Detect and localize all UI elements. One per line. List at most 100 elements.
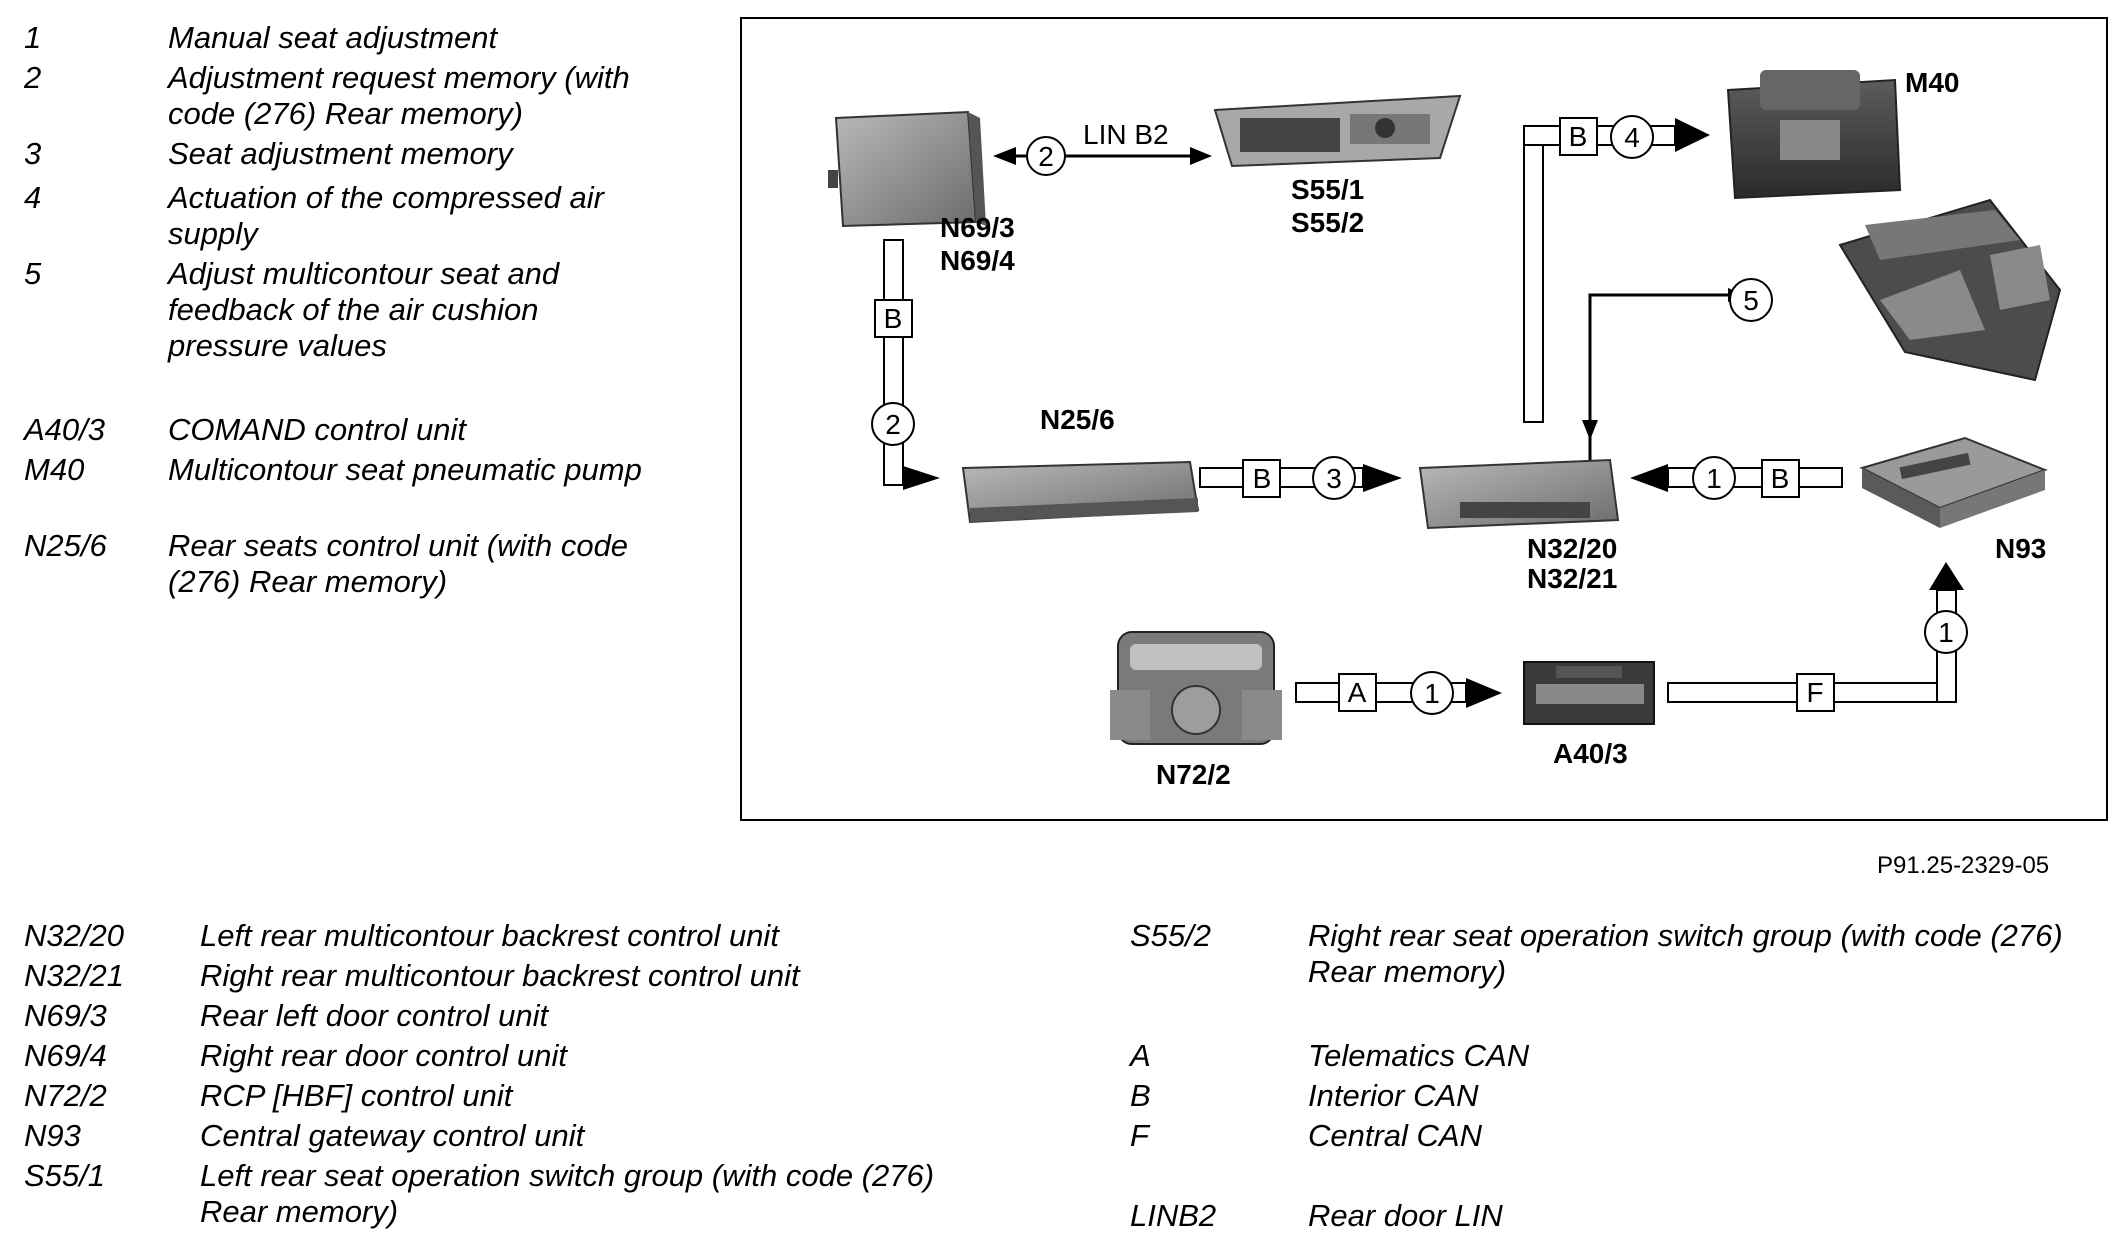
legend-description: Rear left door control unit xyxy=(200,998,549,1033)
signal-circle-2-vertical xyxy=(871,402,915,446)
legend-code: 5 xyxy=(24,256,42,291)
label-a40-3: A40/3 xyxy=(1553,738,1628,769)
bus-joint-mask xyxy=(1526,128,1541,143)
legend-code: N69/3 xyxy=(24,998,107,1033)
signal-number-5: 5 xyxy=(1743,285,1759,316)
label-s55-2: S55/2 xyxy=(1291,207,1364,238)
label-s55-1: S55/1 xyxy=(1291,174,1364,205)
signal-circle-1-mid xyxy=(1692,456,1736,500)
bus-letter-b-left: B xyxy=(884,303,903,334)
legend-code: N72/2 xyxy=(24,1078,107,1113)
signal-circle-3 xyxy=(1312,456,1356,500)
arrow-head-to-n93 xyxy=(1929,562,1964,590)
bus-joint-mask-f xyxy=(1939,685,1954,700)
legend-code: A xyxy=(1130,1038,1151,1073)
legend-description: Left rear multicontour backrest control … xyxy=(200,918,779,953)
backrest-control-unit-image xyxy=(1418,458,1620,530)
arrow-head-lin-left xyxy=(993,147,1016,165)
bus-b-vertical-left xyxy=(883,239,904,486)
bus-letter-box-a xyxy=(1338,673,1377,712)
bus-letter-box-b-mid xyxy=(1242,459,1281,498)
legend-code: S55/2 xyxy=(1130,918,1212,953)
signal-number-1-mid: 1 xyxy=(1706,463,1722,494)
bus-letter-b-top: B xyxy=(1569,121,1588,152)
arrow-head-to-a40 xyxy=(1466,678,1502,708)
legend-description: Rear door LIN xyxy=(1308,1198,1503,1233)
central-gateway-image xyxy=(1859,436,2048,528)
legend-code: LINB2 xyxy=(1130,1198,1217,1233)
arrowheads xyxy=(903,118,1964,708)
signal-circle-1-vertical xyxy=(1924,610,1968,654)
bus-letter-b-right: B xyxy=(1771,463,1790,494)
arrow-head-down-n32 xyxy=(1582,420,1598,440)
legend-description: Interior CAN xyxy=(1308,1078,1479,1113)
label-n25-6: N25/6 xyxy=(1040,404,1115,435)
legend-code: 1 xyxy=(24,20,42,55)
legend-description: Telematics CAN xyxy=(1308,1038,1530,1073)
signal-circle-1-bottom xyxy=(1410,671,1454,715)
bus-letter-box-f xyxy=(1796,673,1835,712)
label-n32-20: N32/20 xyxy=(1527,533,1617,564)
legend-description: Right rear door control unit xyxy=(200,1038,568,1073)
signal-number-1-vertical: 1 xyxy=(1938,617,1954,648)
legend-description: Right rear seat operation switch group (… xyxy=(1308,918,2063,989)
bus-letter-box-b-top xyxy=(1559,117,1598,156)
legend-code: 3 xyxy=(24,136,42,171)
legend-description: Central CAN xyxy=(1308,1118,1482,1153)
rcp-control-unit-image xyxy=(1110,631,1282,745)
legend-code: 4 xyxy=(24,180,42,215)
legend-code: A40/3 xyxy=(24,412,106,447)
legend-description: Central gateway control unit xyxy=(200,1118,585,1153)
label-n72-2: N72/2 xyxy=(1156,759,1231,790)
pneumatic-pump-image xyxy=(1726,70,1902,200)
legend-code: N93 xyxy=(24,1118,81,1153)
signal-number-4: 4 xyxy=(1624,122,1640,153)
legend-description: Seat adjustment memory xyxy=(168,136,513,171)
rear-seats-control-unit-image xyxy=(961,460,1200,524)
arrow-head-to-n25 xyxy=(903,466,940,490)
legend-description: Adjustment request memory (with code (27… xyxy=(168,60,630,131)
legend-code: B xyxy=(1130,1078,1151,1113)
signal-number-2-vertical: 2 xyxy=(885,409,901,440)
label-n32-21: N32/21 xyxy=(1527,563,1617,594)
arrow-head-lin-right xyxy=(1190,147,1212,165)
door-control-unit-image xyxy=(828,110,986,228)
legend-code: 2 xyxy=(24,60,42,95)
bus-letter-box-b-right xyxy=(1761,459,1800,498)
signal-circle-5 xyxy=(1729,278,1773,322)
bus-letter-f: F xyxy=(1806,677,1823,708)
label-m40: M40 xyxy=(1905,67,1959,98)
arrow-head-to-n32-right xyxy=(1630,464,1668,492)
legend-code: N69/4 xyxy=(24,1038,107,1073)
signal-number-2-lin: 2 xyxy=(1038,141,1054,172)
signal-circle-4 xyxy=(1610,115,1654,159)
signal-number-3: 3 xyxy=(1326,463,1342,494)
signal-number-1-bottom: 1 xyxy=(1424,678,1440,709)
legend-description: COMAND control unit xyxy=(168,412,467,447)
bus-b-vertical-right xyxy=(1523,125,1544,423)
seat-switch-group-image xyxy=(1213,94,1462,168)
legend-code: N25/6 xyxy=(24,528,107,563)
signal-circle-2-lin xyxy=(1026,136,1066,176)
legend-description: Left rear seat operation switch group (w… xyxy=(200,1158,935,1229)
legend-description: Multicontour seat pneumatic pump xyxy=(168,452,642,487)
legend-code: S55/1 xyxy=(24,1158,106,1193)
legend-description: Manual seat adjustment xyxy=(168,20,498,55)
component-images xyxy=(828,70,2062,745)
label-n93: N93 xyxy=(1995,533,2046,564)
legend-description: RCP [HBF] control unit xyxy=(200,1078,513,1113)
label-n69-4: N69/4 xyxy=(940,245,1015,276)
label-n69-3: N69/3 xyxy=(940,212,1015,243)
legend-description: Adjust multicontour seat and feedback of… xyxy=(168,256,560,363)
lin-b2-label: LIN B2 xyxy=(1083,119,1169,150)
signal-number-circles xyxy=(871,115,1968,715)
legend-code: M40 xyxy=(24,452,85,487)
comand-control-unit-image xyxy=(1523,661,1655,725)
arrow-head-to-n32-left xyxy=(1363,464,1402,492)
rear-seat-image xyxy=(1838,198,2062,382)
bus-letter-b-mid: B xyxy=(1253,463,1272,494)
legend-code: N32/21 xyxy=(24,958,124,993)
legend-description: Rear seats control unit (with code (276)… xyxy=(168,528,629,599)
legend-description: Right rear multicontour backrest control… xyxy=(200,958,800,993)
